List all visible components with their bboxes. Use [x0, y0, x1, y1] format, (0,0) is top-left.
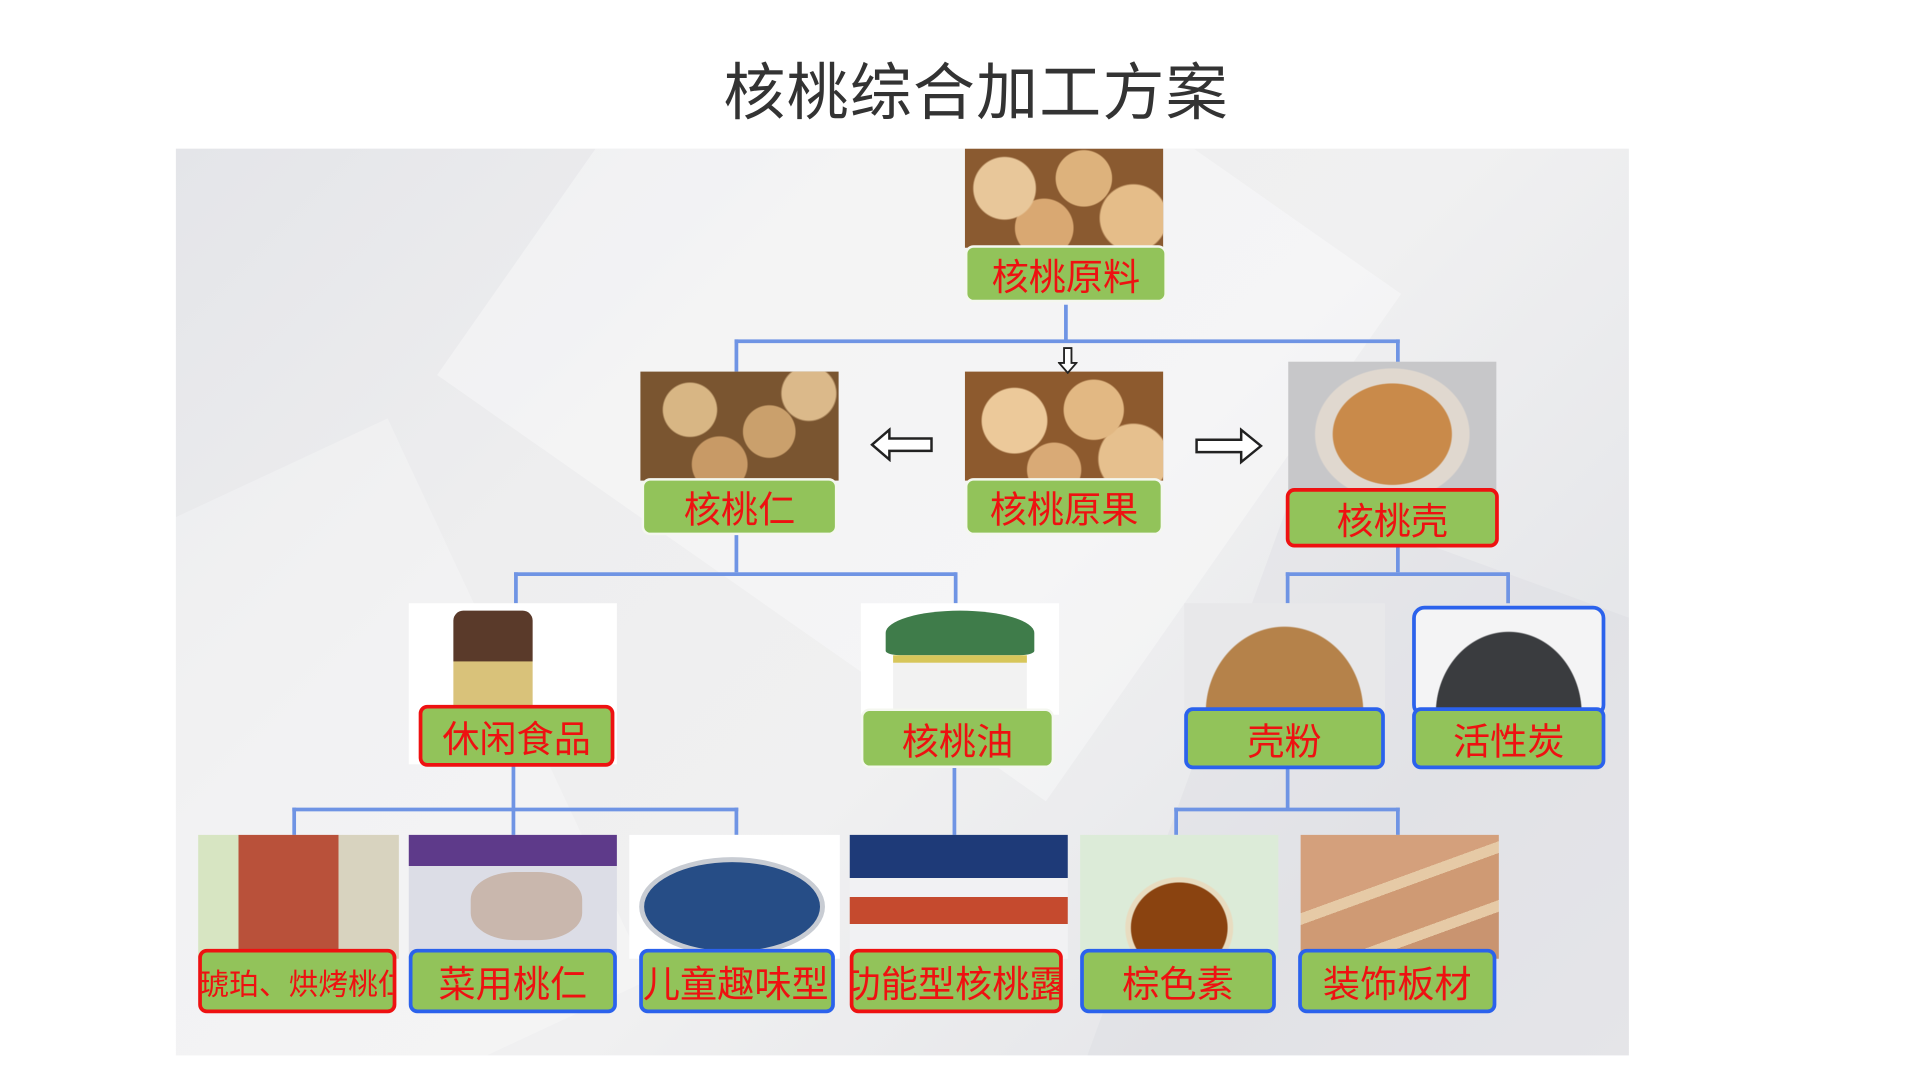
node-walnut-oil[interactable]: 核桃油 [860, 708, 1055, 768]
node-label: 棕色素 [1122, 963, 1234, 1008]
node-amber-roasted-kernels[interactable]: 琥珀、烘烤桃仁 [198, 948, 397, 1014]
walnut-kernels-photo [640, 371, 839, 481]
node-label: 核桃原果 [989, 489, 1139, 533]
wood-board-photo [1300, 834, 1499, 959]
whole-walnuts-photo [964, 148, 1164, 248]
cookie-tin-photo [629, 834, 840, 959]
connector-line [734, 339, 739, 372]
dish-food-shape [470, 872, 583, 941]
connector-line [1174, 807, 1400, 812]
node-raw-material[interactable]: 核桃原料 [964, 245, 1167, 303]
connector-line [1174, 807, 1179, 835]
connector-line [1285, 572, 1509, 576]
node-cooking-kernels[interactable]: 菜用桃仁 [408, 948, 617, 1014]
bottle-cap-shape [885, 610, 1035, 656]
connector-line [292, 807, 297, 835]
connector-line [1396, 545, 1400, 573]
node-label: 壳粉 [1247, 720, 1322, 765]
connector-line [514, 572, 518, 604]
connector-line [511, 765, 516, 835]
connector-line [1506, 572, 1510, 604]
node-label: 核桃油 [901, 720, 1014, 765]
brown-pigment-photo [1080, 834, 1279, 959]
connector-line [734, 532, 739, 573]
connector-line [1396, 339, 1400, 365]
shell-powder-photo [1184, 603, 1385, 713]
jar-shape [453, 610, 533, 723]
dish-photo [408, 834, 617, 959]
tin-shape [639, 857, 825, 957]
down-arrow-icon [1057, 347, 1078, 375]
node-raw-fruit[interactable]: 核桃原果 [964, 478, 1164, 536]
walnut-milk-can-photo [849, 834, 1068, 959]
node-label: 儿童趣味型 [642, 963, 829, 1008]
node-shell-powder[interactable]: 壳粉 [1184, 707, 1385, 770]
node-activated-carbon[interactable]: 活性炭 [1412, 707, 1606, 770]
node-label: 琥珀、烘烤桃仁 [199, 966, 397, 1002]
bottle-body-shape [893, 655, 1027, 715]
slide-title: 核桃综合加工方案 [723, 56, 1229, 129]
connector-line [292, 807, 739, 812]
right-arrow-icon [1194, 427, 1263, 465]
node-label: 装饰板材 [1322, 963, 1472, 1008]
node-label: 核桃仁 [683, 489, 796, 533]
node-snack-food[interactable]: 休闲食品 [418, 704, 615, 767]
activated-carbon-photo [1412, 605, 1606, 718]
node-label: 功能型核桃露 [849, 963, 1063, 1008]
connector-line [734, 807, 739, 835]
node-decorative-board[interactable]: 装饰板材 [1298, 948, 1497, 1014]
node-label: 活性炭 [1452, 720, 1565, 765]
node-label: 菜用桃仁 [438, 963, 588, 1008]
node-kids-fun-type[interactable]: 儿童趣味型 [639, 948, 835, 1014]
left-arrow-icon [870, 427, 934, 463]
connector-line [1285, 572, 1290, 604]
connector-line [514, 572, 957, 576]
node-shell[interactable]: 核桃壳 [1285, 488, 1499, 548]
canned-nuts-photo [198, 834, 399, 959]
connector-line [1064, 304, 1068, 342]
connector-line [734, 339, 1400, 344]
node-brown-pigment[interactable]: 棕色素 [1080, 948, 1276, 1014]
node-functional-walnut-milk[interactable]: 功能型核桃露 [849, 948, 1063, 1014]
oil-bottle-photo [860, 603, 1060, 715]
connector-line [1396, 807, 1400, 835]
connector-line [953, 572, 958, 604]
connector-line [1285, 765, 1290, 811]
connector-line [952, 765, 957, 835]
whole-walnuts-photo [964, 371, 1164, 481]
node-kernel[interactable]: 核桃仁 [641, 478, 838, 536]
node-label: 核桃壳 [1336, 500, 1449, 544]
diagram-panel: 核桃原料 核桃仁 核桃原果 核桃壳 休闲食品 [175, 148, 1629, 1056]
node-label: 核桃原料 [991, 256, 1141, 300]
node-label: 休闲食品 [442, 718, 591, 762]
